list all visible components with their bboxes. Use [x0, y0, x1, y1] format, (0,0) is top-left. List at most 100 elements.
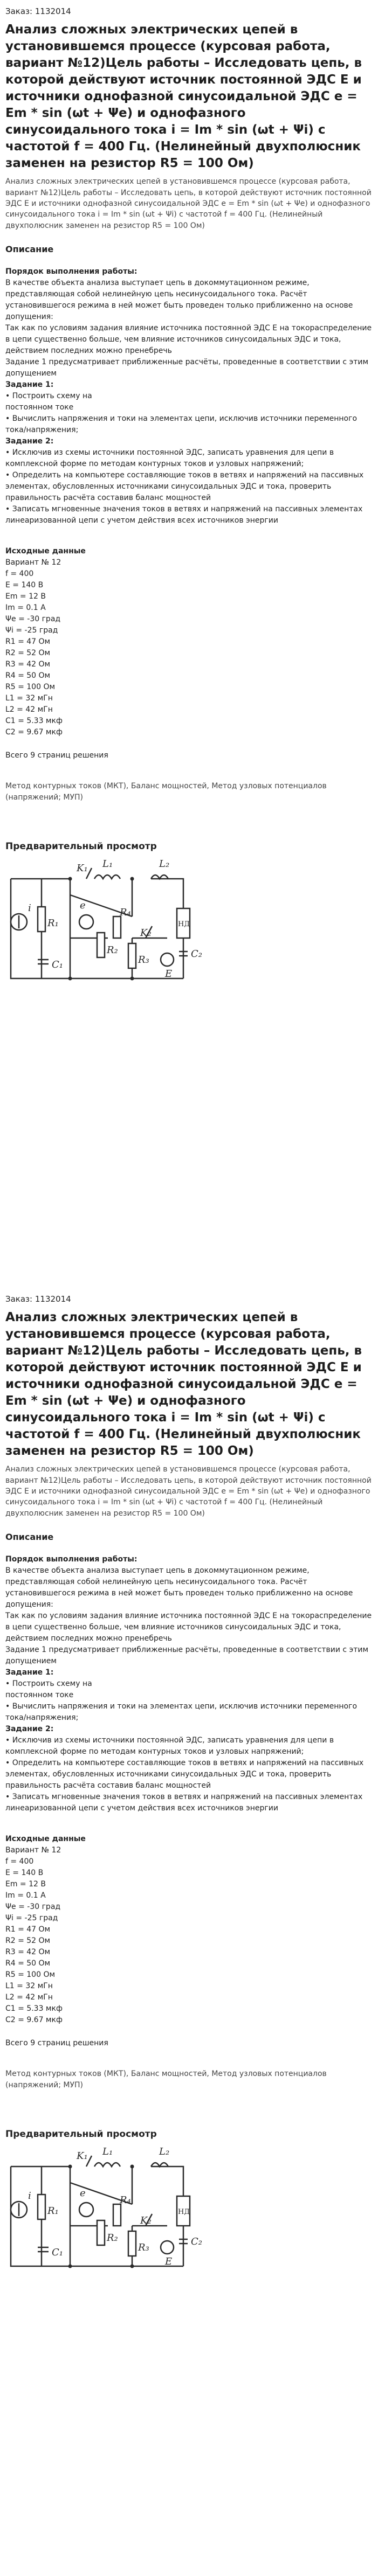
- procedure-line: Задание 1 предусматривает приближенные р…: [5, 1645, 369, 1665]
- dc-source-icon: [160, 952, 175, 967]
- task1-heading: Задание 1:: [5, 380, 54, 389]
- label-k2: K₂: [140, 2215, 152, 2226]
- resistor-r4: [112, 915, 122, 939]
- capacitor-c2: [179, 2238, 188, 2245]
- data-line: f = 400: [5, 1857, 34, 1866]
- label-l1: L₁: [102, 858, 113, 870]
- data-line: C1 = 5.33 мкф: [5, 2004, 63, 2013]
- capacitor-c1: [38, 959, 49, 965]
- label-k1: K₁: [76, 2150, 88, 2162]
- data-line: R3 = 42 Ом: [5, 659, 51, 669]
- data-line: C2 = 9.67 мкф: [5, 2015, 63, 2024]
- label-r3: R₃: [138, 2242, 149, 2253]
- task1-line: постоянном токе: [5, 402, 74, 412]
- task1-line: • Вычислить напряжения и токи на элемент…: [5, 414, 358, 434]
- data-line: Вариант № 12: [5, 558, 61, 567]
- circuit-preview: L₁ L₂ K₁ K₂ НД R₁ R₂ R₃ R₄ C₁ C₂ e E i: [5, 857, 373, 992]
- procedure-line: В качестве объекта анализа выступает цеп…: [5, 278, 353, 321]
- emf-source-icon: [78, 2202, 94, 2218]
- task2-line: • Определить на компьютере составляющие …: [5, 470, 364, 502]
- dc-source-icon: [160, 2240, 175, 2255]
- data-line: R1 = 47 Ом: [5, 1925, 51, 1934]
- label-r1: R₁: [47, 918, 59, 929]
- label-r2: R₂: [106, 945, 118, 956]
- data-line: f = 400: [5, 569, 34, 578]
- resistor-r2: [96, 2219, 106, 2246]
- procedure-line: Так как по условиям задания влияние исто…: [5, 1611, 372, 1643]
- label-r4: R₄: [119, 2195, 131, 2206]
- data-line: L2 = 42 мГн: [5, 705, 53, 714]
- data-line: R5 = 100 Ом: [5, 682, 56, 691]
- label-e: e: [80, 900, 86, 911]
- label-i: i: [28, 2190, 31, 2202]
- capacitor-c1: [38, 2246, 49, 2253]
- data-line: R4 = 50 Ом: [5, 1959, 51, 1968]
- label-r1: R₁: [47, 2205, 59, 2217]
- data-line: Ψe = -30 град: [5, 1902, 61, 1911]
- task2-line: • Исключив из схемы источники постоянной…: [5, 1735, 334, 1756]
- label-c2: C₂: [191, 2236, 202, 2247]
- label-hd: НД: [178, 2208, 190, 2216]
- label-k2: K₂: [140, 927, 152, 939]
- data-line: R3 = 42 Ом: [5, 1947, 51, 1956]
- circuit-diagram: L₁ L₂ K₁ K₂ НД R₁ R₂ R₃ R₄ C₁ C₂ e E i: [10, 2146, 202, 2268]
- description-heading: Описание: [5, 1531, 54, 1542]
- task1-line: • Построить схему на: [5, 391, 92, 400]
- data-line: Em = 12 В: [5, 592, 46, 601]
- task2-heading: Задание 2:: [5, 1724, 54, 1733]
- data-heading: Исходные данные: [5, 1834, 86, 1843]
- order-intro: Анализ сложных электрических цепей в уст…: [5, 177, 372, 230]
- inductor-l1: [93, 2162, 121, 2168]
- data-line: L1 = 32 мГн: [5, 693, 53, 703]
- label-k1: K₁: [76, 863, 88, 874]
- capacitor-c2: [179, 950, 188, 957]
- procedure-heading: Порядок выполнения работы:: [5, 1554, 138, 1564]
- data-line: Im = 0.1 А: [5, 603, 46, 612]
- nonlinear-element: [176, 907, 191, 939]
- data-line: R4 = 50 Ом: [5, 671, 51, 680]
- data-line: Ψe = -30 град: [5, 614, 61, 623]
- resistor-r3: [127, 2230, 137, 2257]
- switch-k1: [85, 2155, 93, 2167]
- data-line: C1 = 5.33 мкф: [5, 716, 63, 725]
- label-r4: R₄: [119, 907, 131, 918]
- label-l2: L₂: [159, 2146, 169, 2157]
- preview-title: Предварительный просмотр: [5, 2128, 157, 2140]
- task2-line: • Записать мгновенные значения токов в в…: [5, 504, 363, 525]
- pages-note: Всего 9 страниц решения: [5, 2038, 108, 2047]
- inductor-l2: [150, 2162, 169, 2168]
- label-c2: C₂: [191, 948, 202, 960]
- procedure-line: В качестве объекта анализа выступает цеп…: [5, 1566, 353, 1609]
- label-l2: L₂: [159, 858, 169, 870]
- task2-line: • Исключив из схемы источники постоянной…: [5, 448, 334, 468]
- resistor-r4: [112, 2203, 122, 2227]
- label-r2: R₂: [106, 2232, 118, 2244]
- label-l1: L₁: [102, 2146, 113, 2157]
- methods: Метод контурных токов (МКТ), Баланс мощн…: [5, 781, 327, 802]
- data-line: E = 140 В: [5, 1868, 44, 1877]
- switch-k1: [85, 867, 93, 879]
- data-line: E = 140 В: [5, 580, 44, 589]
- data-heading: Исходные данные: [5, 546, 86, 556]
- label-e-dc: E: [164, 2256, 172, 2267]
- order-title: Анализ сложных электрических цепей в уст…: [5, 23, 362, 171]
- task1-line: • Построить схему на: [5, 1679, 92, 1688]
- order-number: Заказ: 1132014: [5, 1294, 71, 1304]
- label-c1: C₁: [52, 2247, 63, 2258]
- preview-title: Предварительный просмотр: [5, 841, 157, 852]
- emf-source-icon: [78, 914, 94, 930]
- label-r3: R₃: [138, 954, 149, 966]
- circuit-preview: L₁ L₂ K₁ K₂ НД R₁ R₂ R₃ R₄ C₁ C₂ e E i: [5, 2145, 373, 2280]
- methods: Метод контурных токов (МКТ), Баланс мощн…: [5, 2069, 327, 2089]
- resistor-r1: [37, 906, 46, 933]
- order-title: Анализ сложных электрических цепей в уст…: [5, 1310, 362, 1459]
- data-line: Im = 0.1 А: [5, 1891, 46, 1900]
- switch-k2: [145, 926, 153, 939]
- resistor-r1: [37, 2193, 46, 2220]
- description-body: Порядок выполнения работы: В качестве об…: [5, 266, 373, 761]
- task1-heading: Задание 1:: [5, 1668, 54, 1677]
- data-line: Ψi = -25 град: [5, 626, 58, 635]
- pages-note: Всего 9 страниц решения: [5, 751, 108, 760]
- data-line: R1 = 47 Ом: [5, 637, 51, 646]
